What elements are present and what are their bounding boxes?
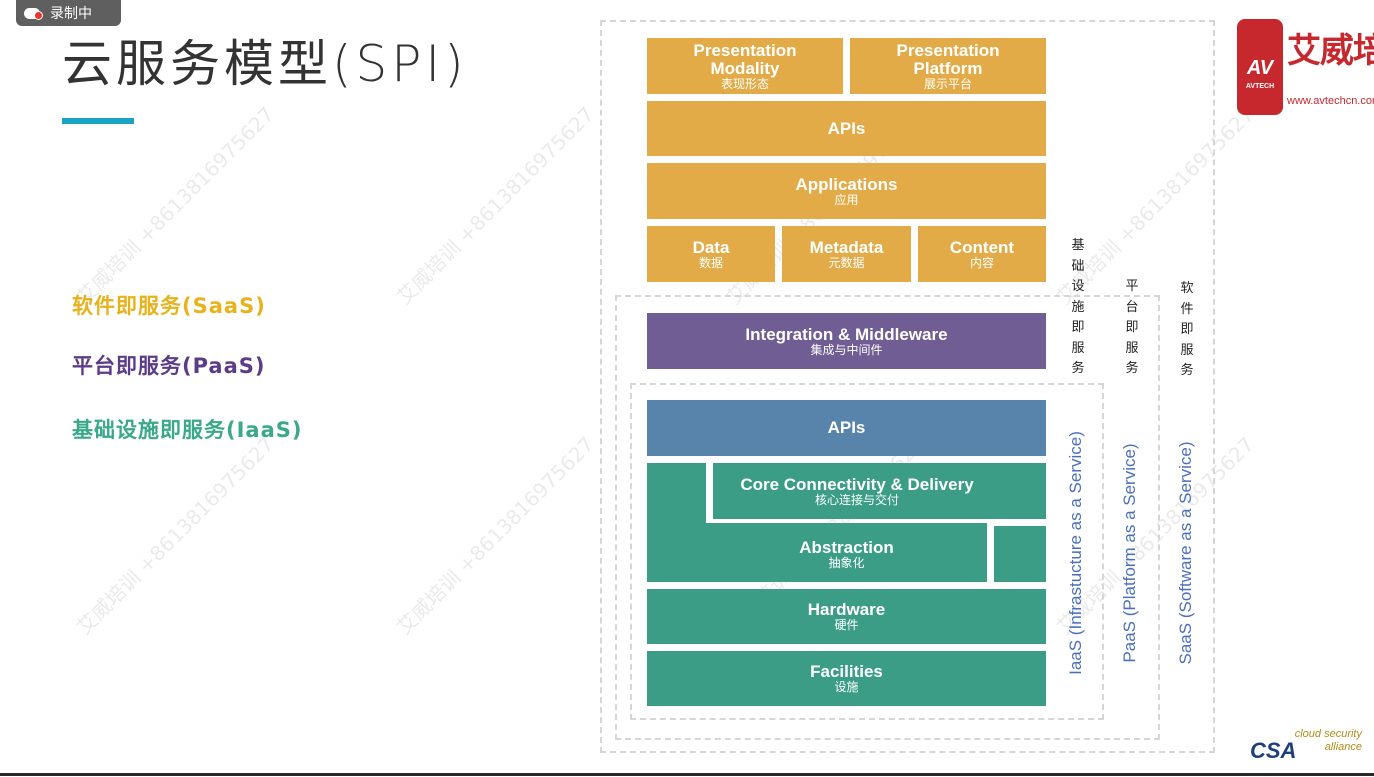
applications-en: Applications	[795, 174, 898, 194]
avtech-url: www.avtechcn.com	[1287, 95, 1374, 107]
paas-en-vertical: PaaS (Platform as a Service)	[1120, 403, 1140, 703]
title-underline	[62, 118, 134, 124]
iaas-frame	[630, 383, 1104, 720]
csa-mark: CSA	[1250, 738, 1297, 763]
cloud-record-icon	[24, 5, 46, 21]
avtech-badge-icon: AV AVTECH	[1237, 19, 1283, 115]
facilities-zh: 设施	[834, 680, 859, 695]
paas-en-text: PaaS (Platform as a Service)	[1120, 443, 1139, 663]
saas-label: 软件即服务(SaaS)	[72, 294, 266, 318]
content-en: Content	[949, 237, 1015, 257]
recording-indicator[interactable]: 录制中	[16, 0, 121, 26]
abstraction-corner-shape	[994, 526, 1046, 582]
watermark: 艾威培训 +8613816975627	[71, 432, 279, 639]
hardware-block: Hardware 硬件	[647, 589, 1046, 644]
presentation-platform-en: Presentation Platform	[896, 40, 1000, 78]
presentation-platform-zh: 展示平台	[923, 76, 972, 91]
facilities-block: Facilities 设施	[647, 651, 1046, 706]
abstraction-block: Abstraction 抽象化	[647, 526, 1046, 582]
abstraction-shape	[647, 463, 987, 582]
paas-frame	[615, 295, 1160, 740]
iaas-zh-vertical: 基础设施即服务	[1071, 238, 1085, 376]
presentation-platform-block: Presentation Platform 展示平台	[850, 38, 1046, 94]
csa-logo: CSA cloud security alliance	[1250, 728, 1365, 772]
iaas-label: 基础设施即服务(IaaS)	[72, 418, 303, 442]
core-en: Core Connectivity & Delivery	[740, 474, 974, 494]
core-abstraction-shape	[647, 463, 1046, 582]
presentation-modality-block: Presentation Modality 表现形态	[647, 38, 843, 94]
paas-label: 平台即服务(PaaS)	[72, 354, 266, 378]
applications-zh: 应用	[834, 192, 859, 207]
saas-zh-vertical: 软件即服务	[1180, 281, 1194, 378]
metadata-en: Metadata	[809, 237, 884, 257]
facilities-en: Facilities	[810, 662, 883, 682]
core-connectivity-shape	[713, 463, 1046, 519]
data-block: Data 数据	[647, 226, 775, 282]
applications-block: Applications 应用	[647, 163, 1046, 219]
saas-en-text: SaaS (Software as a Service)	[1176, 441, 1195, 665]
avtech-badge-text: AVTECH	[1245, 83, 1275, 90]
iaas-en-vertical: IaaS (Infrastucture as a Service)	[1066, 403, 1086, 703]
paas-zh-vertical: 平台即服务	[1125, 279, 1139, 376]
avtech-name: 艾威培训	[1287, 31, 1374, 71]
saas-frame	[600, 20, 1215, 753]
content-block: Content 内容	[918, 226, 1046, 282]
content-zh: 内容	[969, 255, 994, 270]
abstraction-zh: 抽象化	[828, 555, 865, 570]
metadata-block: Metadata 元数据	[782, 226, 911, 282]
avtech-badge-letters: AV	[1246, 57, 1274, 79]
avtech-logo: AV AVTECH 艾威培训 www.avtechcn.com	[1237, 15, 1374, 120]
iaas-en-text: IaaS (Infrastucture as a Service)	[1066, 431, 1085, 675]
abstraction-en: Abstraction	[799, 537, 894, 557]
integration-en: Integration & Middleware	[745, 324, 948, 344]
watermark: 艾威培训 +8613816975627	[391, 102, 599, 309]
recording-label: 录制中	[50, 6, 92, 22]
apis-top-block: APIs	[647, 101, 1046, 156]
integration-middleware-block: Integration & Middleware 集成与中间件	[647, 313, 1046, 369]
hardware-en: Hardware	[807, 600, 886, 620]
core-zh: 核心连接与交付	[814, 492, 899, 507]
watermark: 艾威培训 +8613816975627	[71, 102, 279, 309]
slide-title: 云服务模型(SPI)	[62, 35, 468, 93]
integration-zh: 集成与中间件	[810, 342, 883, 357]
presentation-modality-zh: 表现形态	[720, 76, 769, 91]
bottom-divider	[0, 773, 1374, 776]
core-connectivity-block: Core Connectivity & Delivery 核心连接与交付	[713, 463, 1001, 519]
apis-bottom-block: APIs	[647, 400, 1046, 456]
watermark: 艾威培训 +8613816975627	[391, 432, 599, 639]
apis-bottom-en: APIs	[827, 418, 866, 438]
data-en: Data	[692, 237, 730, 257]
data-zh: 数据	[698, 255, 723, 270]
apis-top-en: APIs	[827, 118, 866, 138]
presentation-modality-en: Presentation Modality	[693, 40, 797, 78]
saas-en-vertical: SaaS (Software as a Service)	[1176, 403, 1196, 703]
hardware-zh: 硬件	[834, 618, 859, 633]
csa-text: cloud security alliance	[1294, 728, 1362, 753]
metadata-zh: 元数据	[828, 255, 865, 270]
